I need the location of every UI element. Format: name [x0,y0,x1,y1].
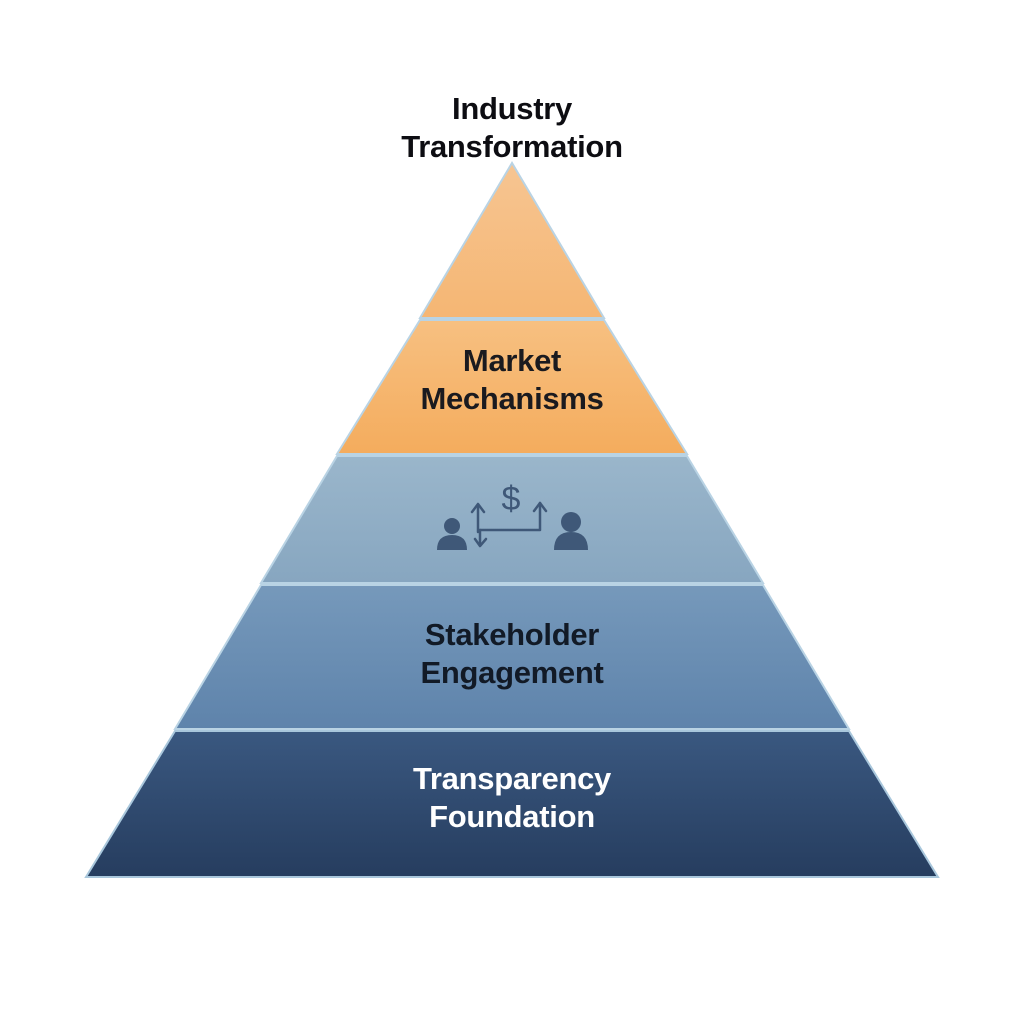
market-mechanisms-line2: Mechanisms [420,381,604,416]
tier-transparency-foundation [84,730,940,878]
transparency-foundation-line2: Foundation [429,799,595,834]
stakeholder-engagement-label: Stakeholder Engagement [312,616,712,692]
tier-value-exchange [259,455,765,584]
apex-label: Industry Transformation [312,90,712,166]
apex-label-line2: Transformation [401,129,623,164]
value-exchange-icon: $ [437,480,588,550]
exchange-arrows-icon [470,501,548,548]
market-mechanisms-line1: Market [462,343,562,378]
transparency-foundation-line1: Transparency [412,761,611,796]
tier-market-mechanisms [335,319,689,455]
market-mechanisms-label: Market Mechanisms [362,342,662,418]
person-icon [554,512,588,550]
transparency-foundation-label: Transparency Foundation [312,760,712,836]
tier-apex [418,161,606,319]
stakeholder-engagement-line2: Engagement [420,655,604,690]
person-icon [437,518,467,550]
tier-stakeholder-engagement [173,584,851,730]
dollar-icon: $ [502,480,521,518]
stakeholder-engagement-line1: Stakeholder [424,617,600,652]
apex-label-line1: Industry [452,91,572,126]
